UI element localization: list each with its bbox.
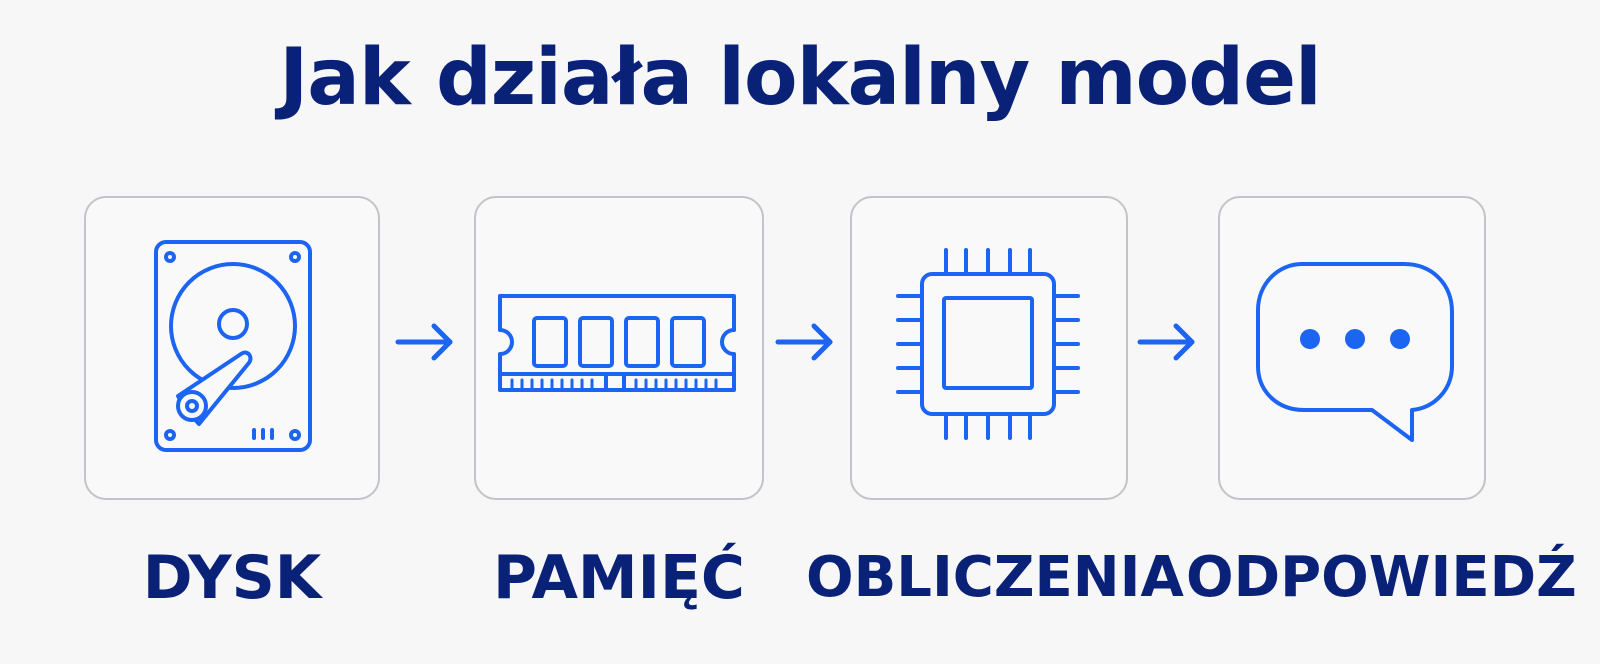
diagram-title: Jak działa lokalny model — [279, 33, 1321, 123]
step-card-response — [1218, 196, 1486, 500]
step-card-compute — [850, 196, 1128, 500]
step-label-response: ODPOWIEDŹ — [1186, 545, 1577, 610]
step-label-disk: DYSK — [142, 543, 322, 613]
step-card-disk — [84, 196, 380, 500]
arrow-right-icon — [775, 323, 833, 361]
step-label-memory: PAMIĘĆ — [493, 543, 745, 613]
arrow-right-icon — [395, 323, 453, 361]
hard-drive-icon — [154, 240, 312, 452]
cpu-pins — [896, 248, 1080, 440]
ram-module-icon — [498, 294, 736, 392]
chat-bubble-icon — [1256, 262, 1454, 442]
ram-pins — [510, 378, 718, 392]
step-label-compute: OBLICZENIA — [806, 545, 1184, 610]
cpu-chip-icon — [896, 248, 1080, 440]
arrow-right-icon — [1137, 323, 1195, 361]
step-card-memory — [474, 196, 764, 500]
